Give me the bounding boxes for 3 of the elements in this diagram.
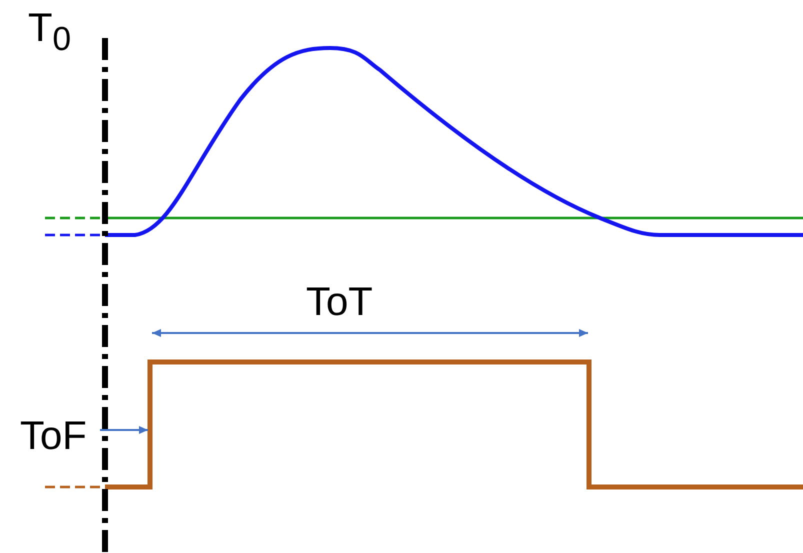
time-over-threshold-label: ToT <box>306 282 373 322</box>
reference-time-label: T$_{0}$ <box>28 8 71 56</box>
time-of-flight-label: ToF <box>20 416 87 456</box>
